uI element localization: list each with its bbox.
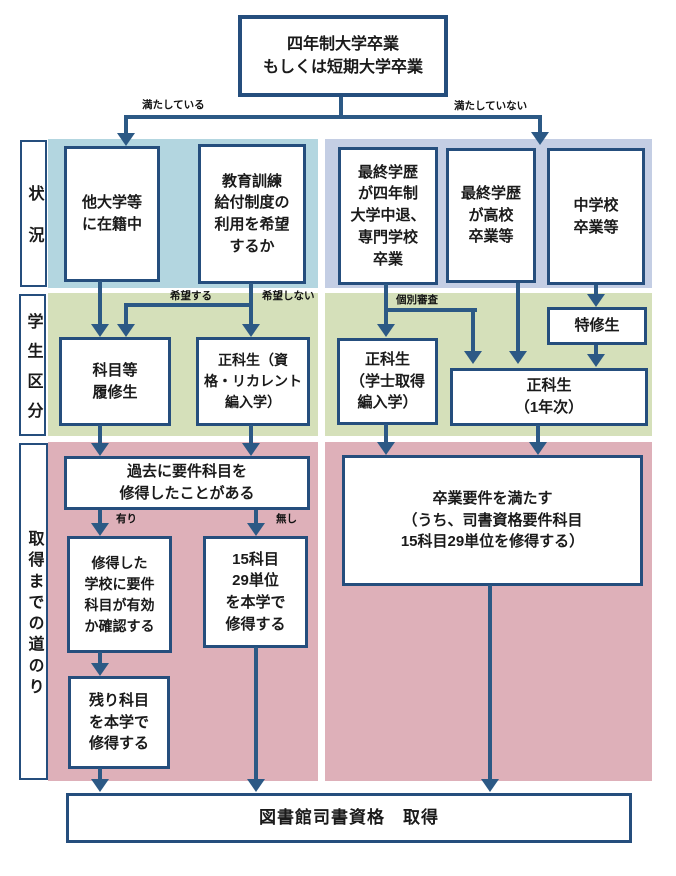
edge-start-down — [339, 97, 343, 119]
box-enrolled-other-university: 他大学等 に在籍中 — [64, 146, 160, 282]
row-label-classification-text: 学生区分 — [24, 312, 42, 431]
arrowhead-to-gakushi — [377, 324, 395, 337]
edge-15subjects-to-goal — [254, 647, 258, 780]
edge-kakunin-down — [98, 652, 102, 664]
box-nokori-kamoku: 残り科目 を本学で 修得する — [68, 676, 170, 769]
arrowhead-goal-1 — [91, 779, 109, 792]
edge-juniorhigh-down — [594, 285, 598, 295]
arrowhead-to-sotsugyo-2 — [529, 442, 547, 455]
arrowhead-to-1nenji-3 — [587, 354, 605, 367]
edge-kamoku-down — [98, 425, 102, 444]
edge-notmeets-down — [538, 115, 542, 133]
box-seikasei-gakushi: 正科生 （学士取得 編入学） — [337, 338, 438, 425]
box-goal-librarian-qualification: 図書館司書資格 取得 — [66, 793, 632, 843]
row-label-path-text: 取得までの道のり — [25, 529, 43, 699]
arrowhead-meets — [117, 133, 135, 146]
arrowhead-to-kamoku-1 — [91, 324, 109, 337]
arrowhead-goal-2 — [247, 779, 265, 792]
edge-label-kobetsu-shinsa: 個別審査 — [396, 294, 438, 306]
edge-nokori-to-goal — [98, 768, 102, 780]
edge-gakushi-down — [384, 424, 388, 443]
edge-label-kibou-suru: 希望する — [170, 290, 212, 302]
arrowhead-to-15subjects — [247, 523, 265, 536]
arrowhead-to-kakunin — [91, 523, 109, 536]
arrowhead-goal-3 — [481, 779, 499, 792]
row-label-status-text: 状況 — [25, 184, 43, 268]
row-label-path: 取得までの道のり — [19, 443, 48, 780]
edge-highschool-down — [516, 283, 520, 352]
box-highschool-graduate: 最終学歴 が高校 卒業等 — [446, 148, 536, 283]
edge-label-nashi: 無し — [276, 513, 297, 525]
box-training-benefit-system: 教育訓練 給付制度の 利用を希望 するか — [198, 144, 306, 284]
edge-otheruniv-down — [98, 281, 102, 325]
edge-1nenji-down — [536, 425, 540, 443]
edge-meets-down — [124, 115, 128, 134]
edge-kobetsu-down — [471, 308, 475, 352]
box-sotsugyo-yoken: 卒業要件を満たす （うち、司書資格要件科目 15科目29単位を修得する） — [342, 455, 643, 586]
arrowhead-to-1nenji-2 — [509, 351, 527, 364]
arrowhead-to-tokushu — [587, 294, 605, 307]
arrowhead-to-kako-2 — [242, 443, 260, 456]
edge-seikashikaku-down — [249, 425, 253, 444]
edge-nashi-down — [254, 510, 258, 524]
edge-ari-down — [98, 510, 102, 524]
edge-kibou-branch — [124, 303, 253, 307]
edge-kobetsu-branch — [384, 308, 477, 312]
box-university-dropout: 最終学歴 が四年制 大学中退、 専門学校 卒業 — [338, 147, 438, 285]
arrowhead-to-kamoku-2 — [117, 324, 135, 337]
edge-sotsugyo-to-goal — [488, 585, 492, 780]
box-kakunin: 修得した 学校に要件 科目が有効 か確認する — [67, 536, 172, 653]
box-15-subjects: 15科目 29単位 を本学で 修得する — [203, 536, 308, 648]
row-label-status: 状況 — [20, 140, 47, 287]
box-kako-yoken: 過去に要件科目を 修得したことがある — [64, 456, 310, 510]
box-tokushusei: 特修生 — [547, 307, 647, 345]
box-seikasei-shikaku: 正科生（資 格・リカレント 編入学） — [196, 337, 310, 426]
box-junior-high-graduate: 中学校 卒業等 — [547, 148, 645, 285]
box-start-university-graduation: 四年制大学卒業 もしくは短期大学卒業 — [238, 15, 448, 97]
row-label-classification: 学生区分 — [19, 294, 46, 436]
arrowhead-to-1nenji-1 — [464, 351, 482, 364]
edge-label-meets: 満たしている — [142, 99, 205, 111]
arrowhead-to-nokori — [91, 663, 109, 676]
arrowhead-to-kako-1 — [91, 443, 109, 456]
edge-start-split — [124, 115, 542, 119]
arrowhead-to-sotsugyo-1 — [377, 442, 395, 455]
edge-label-kibou-shinai: 希望しない — [262, 290, 315, 302]
arrowhead-to-seikashikaku — [242, 324, 260, 337]
box-seikasei-1nenji: 正科生 （1年次） — [450, 368, 648, 426]
edge-tokushu-down — [594, 345, 598, 355]
edge-label-not-meets: 満たしていない — [454, 100, 528, 112]
edge-dropout-down — [384, 284, 388, 325]
edge-label-ari: 有り — [116, 513, 137, 525]
edge-kibou-down — [124, 303, 128, 325]
arrowhead-notmeets — [531, 132, 549, 145]
box-kamoku-rishusei: 科目等 履修生 — [59, 337, 171, 426]
